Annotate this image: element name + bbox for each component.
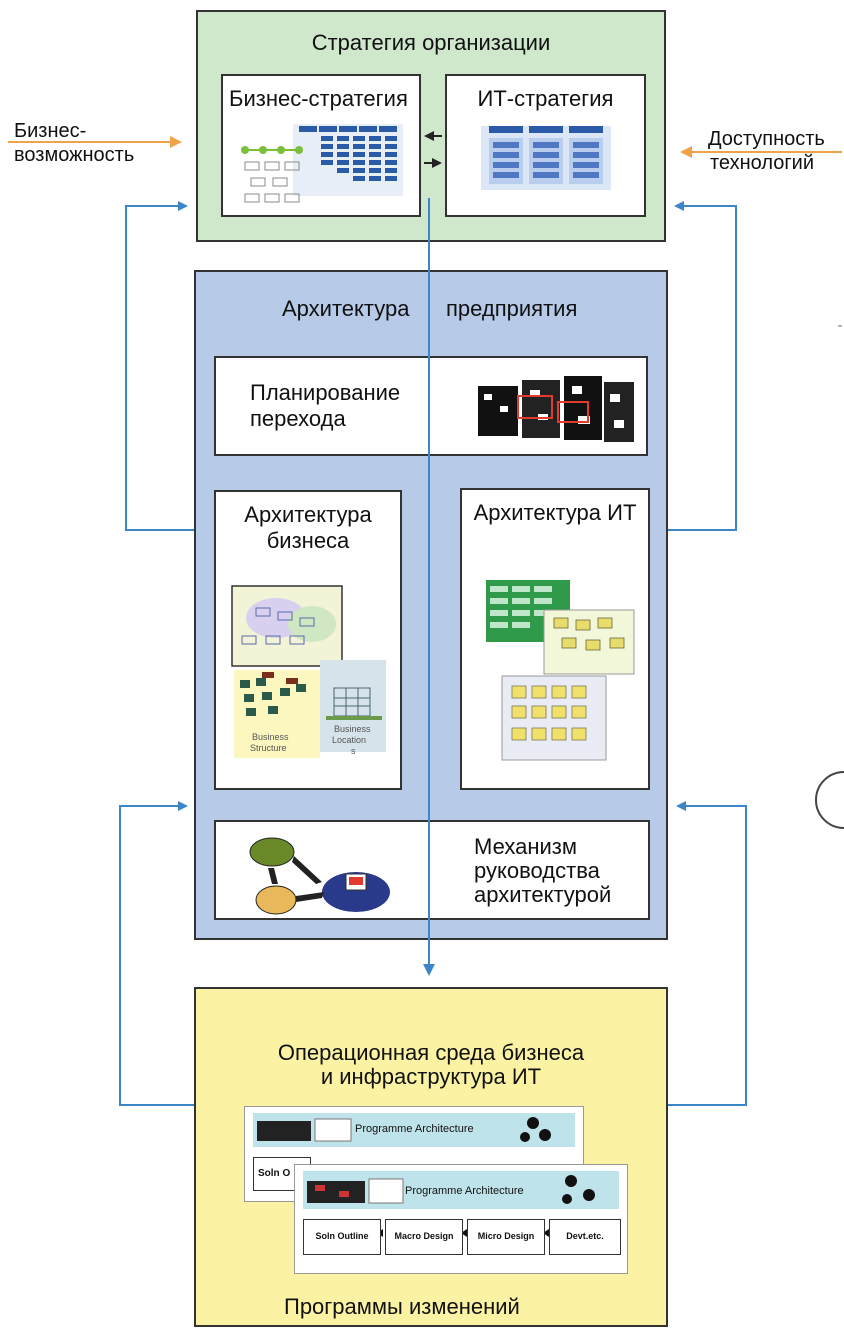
governance-label-1: Механизм — [474, 834, 577, 859]
it-strategy-label: ИТ-стратегия — [477, 86, 614, 111]
business-architecture-label-1: Архитектура — [244, 502, 372, 527]
business-structure-caption-2: Structure — [250, 743, 287, 753]
governance-label-2: руководства — [474, 858, 600, 883]
business-locations-caption-1: Business — [334, 724, 371, 734]
operations-title-2: и инфраструктура ИТ — [320, 1064, 542, 1089]
program-architecture-label-front: Programme Architecture — [405, 1185, 524, 1197]
stage-label-1: Soln Outline — [315, 1231, 369, 1241]
stage-box-1: Soln Outline — [303, 1219, 381, 1255]
governance-label-3: архитектурой — [474, 882, 612, 907]
business-strategy-label: Бизнес-стратегия — [229, 86, 408, 111]
transition-planning-label-1: Планирование — [250, 380, 401, 405]
business-opportunity-label-2: возможность — [14, 144, 135, 166]
transition-planning-label-2: перехода — [250, 406, 346, 431]
stage-box-3: Micro Design — [467, 1219, 545, 1255]
it-architecture-label: Архитектура ИТ — [473, 500, 637, 525]
stage-box-2: Macro Design — [385, 1219, 463, 1255]
stage-label-3: Micro Design — [477, 1231, 535, 1241]
technology-availability-label-2: технологий — [710, 152, 815, 174]
feedback-arrow-ops-to-enterprise-left — [119, 801, 196, 1106]
transition-planning-thumbnail — [478, 376, 634, 442]
business-architecture-box: Архитектура бизнеса Business Structure B… — [214, 490, 402, 790]
business-architecture-thumbnail: Business Structure Business Location s — [231, 585, 386, 758]
it-strategy-box: ИТ-стратегия — [445, 74, 646, 217]
stage-label-2: Macro Design — [394, 1231, 454, 1241]
enterprise-architecture-title-1: Архитектура — [282, 296, 410, 321]
enterprise-architecture-title-2: предприятия — [446, 296, 578, 321]
business-strategy-thumbnail — [241, 124, 403, 203]
operations-title-1: Операционная среда бизнеса — [277, 1040, 585, 1065]
stage-label-back: Soln O — [258, 1168, 291, 1179]
program-architecture-icons-back — [257, 1117, 551, 1142]
business-strategy-box: Бизнес-стратегия — [221, 74, 421, 217]
organization-strategy-title: Стратегия организации — [311, 30, 551, 55]
technology-availability-label-1: Доступность — [708, 128, 825, 150]
stage-label-4: Devt.etc. — [566, 1231, 604, 1241]
architecture-governance-box: Механизм руководства архитектурой — [214, 820, 650, 920]
business-locations-caption-2: Location — [332, 735, 366, 745]
business-opportunity-label-1: Бизнес- — [14, 120, 87, 142]
it-architecture-thumbnail — [486, 580, 635, 761]
stage-box-4: Devt.etc. — [549, 1219, 621, 1255]
program-architecture-label-back: Programme Architecture — [355, 1123, 474, 1135]
program-architecture-card-front: Programme Architecture Soln Outline Macr… — [294, 1164, 628, 1274]
business-locations-caption-3: s — [351, 746, 356, 756]
it-strategy-thumbnail — [481, 126, 611, 190]
governance-thumbnail — [249, 837, 390, 915]
feedback-arrow-ops-to-enterprise-right — [668, 801, 747, 1106]
feedback-arrow-it-to-strategy — [668, 201, 737, 531]
business-structure-caption-1: Business — [252, 732, 289, 742]
change-programs-label: Программы изменений — [284, 1294, 520, 1319]
transition-planning-box: Планирование перехода — [214, 356, 648, 456]
program-architecture-icons-front — [307, 1175, 595, 1237]
it-architecture-box: Архитектура ИТ — [460, 488, 650, 790]
business-architecture-label-2: бизнеса — [266, 528, 350, 553]
feedback-arrow-business-to-strategy — [125, 201, 196, 531]
